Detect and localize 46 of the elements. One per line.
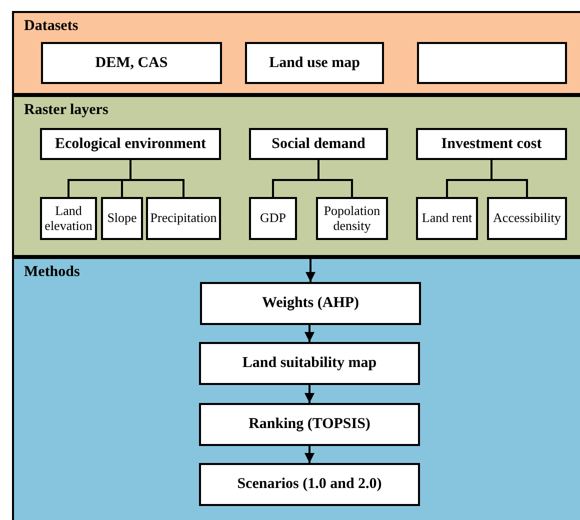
box-label: Land rent	[420, 211, 474, 226]
arrow	[304, 446, 314, 463]
arrow	[306, 257, 316, 282]
process-box	[416, 128, 567, 160]
section-band	[12, 11, 580, 95]
factor-box	[487, 197, 567, 240]
box-label: Investment cost	[440, 134, 543, 154]
process-box	[249, 128, 388, 160]
box-label: Ranking (TOPSIS)	[248, 415, 372, 434]
section-heading: Raster layers	[24, 101, 108, 120]
process-box	[199, 403, 420, 446]
connector-line	[490, 160, 528, 197]
process-box	[200, 282, 421, 325]
process-box	[199, 342, 420, 385]
box-label: Social demand	[270, 134, 366, 154]
process-box	[199, 463, 420, 506]
process-box	[245, 42, 384, 84]
process-box	[40, 128, 221, 160]
factor-box	[416, 197, 478, 240]
box-label: Scenarios (1.0 and 2.0)	[236, 475, 383, 494]
box-label: Ecological environment	[54, 134, 207, 154]
section-band	[12, 95, 580, 257]
box-label: Slope	[106, 211, 138, 226]
factor-box	[101, 197, 143, 240]
section-heading: Datasets	[24, 17, 78, 36]
box-label: Precipitation	[149, 211, 218, 226]
section-heading: Methods	[24, 263, 80, 282]
box-label: GDP	[258, 211, 287, 226]
box-label: Weights (AHP)	[260, 294, 360, 313]
factor-box	[146, 197, 221, 240]
box-label: Popolation density	[322, 204, 382, 234]
section-band	[12, 257, 580, 520]
arrow	[304, 325, 314, 342]
connector-line	[318, 160, 353, 197]
box-label: Accessibility	[492, 211, 562, 226]
factor-box	[40, 197, 97, 240]
factor-box	[249, 197, 297, 240]
connector-line	[130, 160, 184, 197]
process-box	[41, 42, 222, 84]
box-label: Land use map	[268, 54, 361, 72]
empty-box	[417, 42, 567, 84]
box-label: Land elevation	[44, 204, 94, 234]
box-label: DEM, CAS	[94, 54, 169, 72]
arrow	[304, 385, 314, 403]
factor-box	[316, 197, 388, 240]
box-label: Land suitability map	[241, 354, 378, 373]
